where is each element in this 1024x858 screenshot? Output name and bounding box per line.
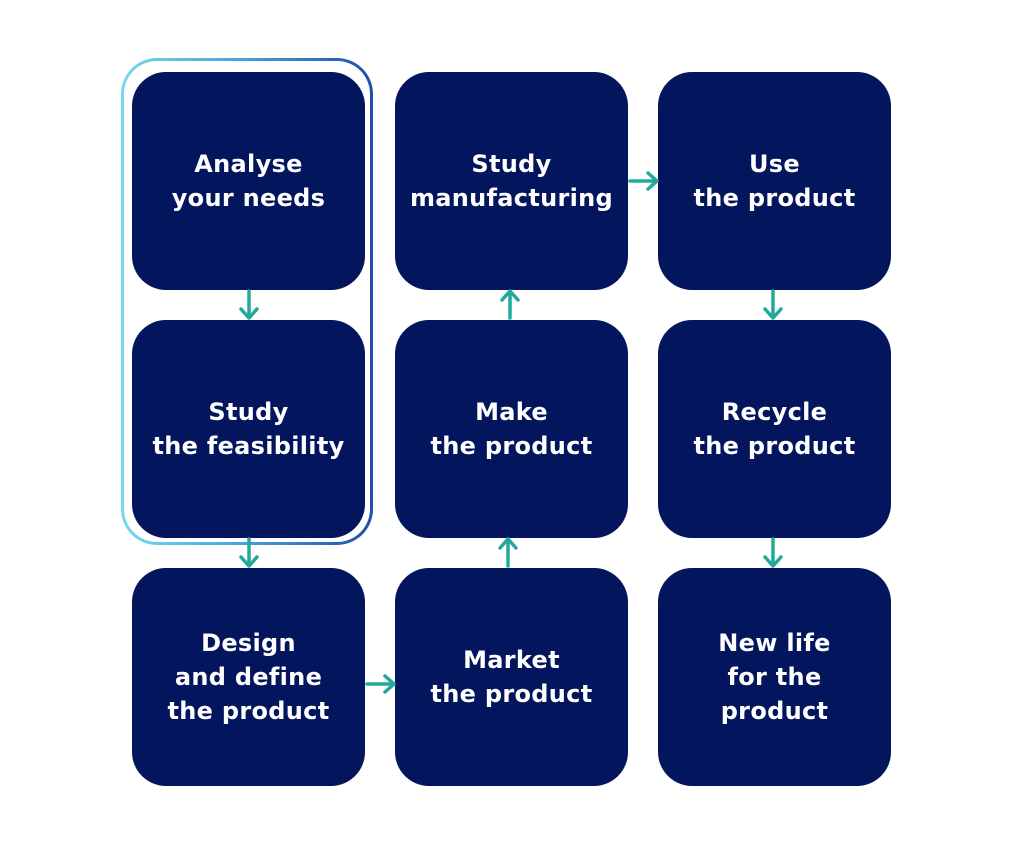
arrow-right-icon bbox=[628, 171, 659, 191]
step-analyse-needs: Analyse your needs bbox=[132, 72, 365, 290]
step-make-product: Make the product bbox=[395, 320, 628, 538]
arrow-down-icon bbox=[763, 537, 783, 568]
step-label: Make the product bbox=[430, 398, 593, 460]
step-label: Analyse your needs bbox=[171, 150, 326, 212]
step-design-define: Design and define the product bbox=[132, 568, 365, 786]
step-label: Design and define the product bbox=[167, 629, 330, 725]
step-label: Study manufacturing bbox=[409, 150, 614, 212]
step-label: Study the feasibility bbox=[152, 398, 345, 460]
step-use-product: Use the product bbox=[658, 72, 891, 290]
step-label: Use the product bbox=[693, 150, 856, 212]
arrow-down-icon bbox=[763, 289, 783, 320]
arrow-up-icon bbox=[498, 537, 518, 568]
step-recycle-product: Recycle the product bbox=[658, 320, 891, 538]
arrow-up-icon bbox=[500, 289, 520, 320]
step-label: New life for the product bbox=[718, 629, 831, 725]
step-new-life: New life for the product bbox=[658, 568, 891, 786]
step-label: Recycle the product bbox=[693, 398, 856, 460]
arrow-right-icon bbox=[365, 674, 396, 694]
step-market-product: Market the product bbox=[395, 568, 628, 786]
step-label: Market the product bbox=[430, 646, 593, 708]
step-study-manufacturing: Study manufacturing bbox=[395, 72, 628, 290]
step-study-feasibility: Study the feasibility bbox=[132, 320, 365, 538]
